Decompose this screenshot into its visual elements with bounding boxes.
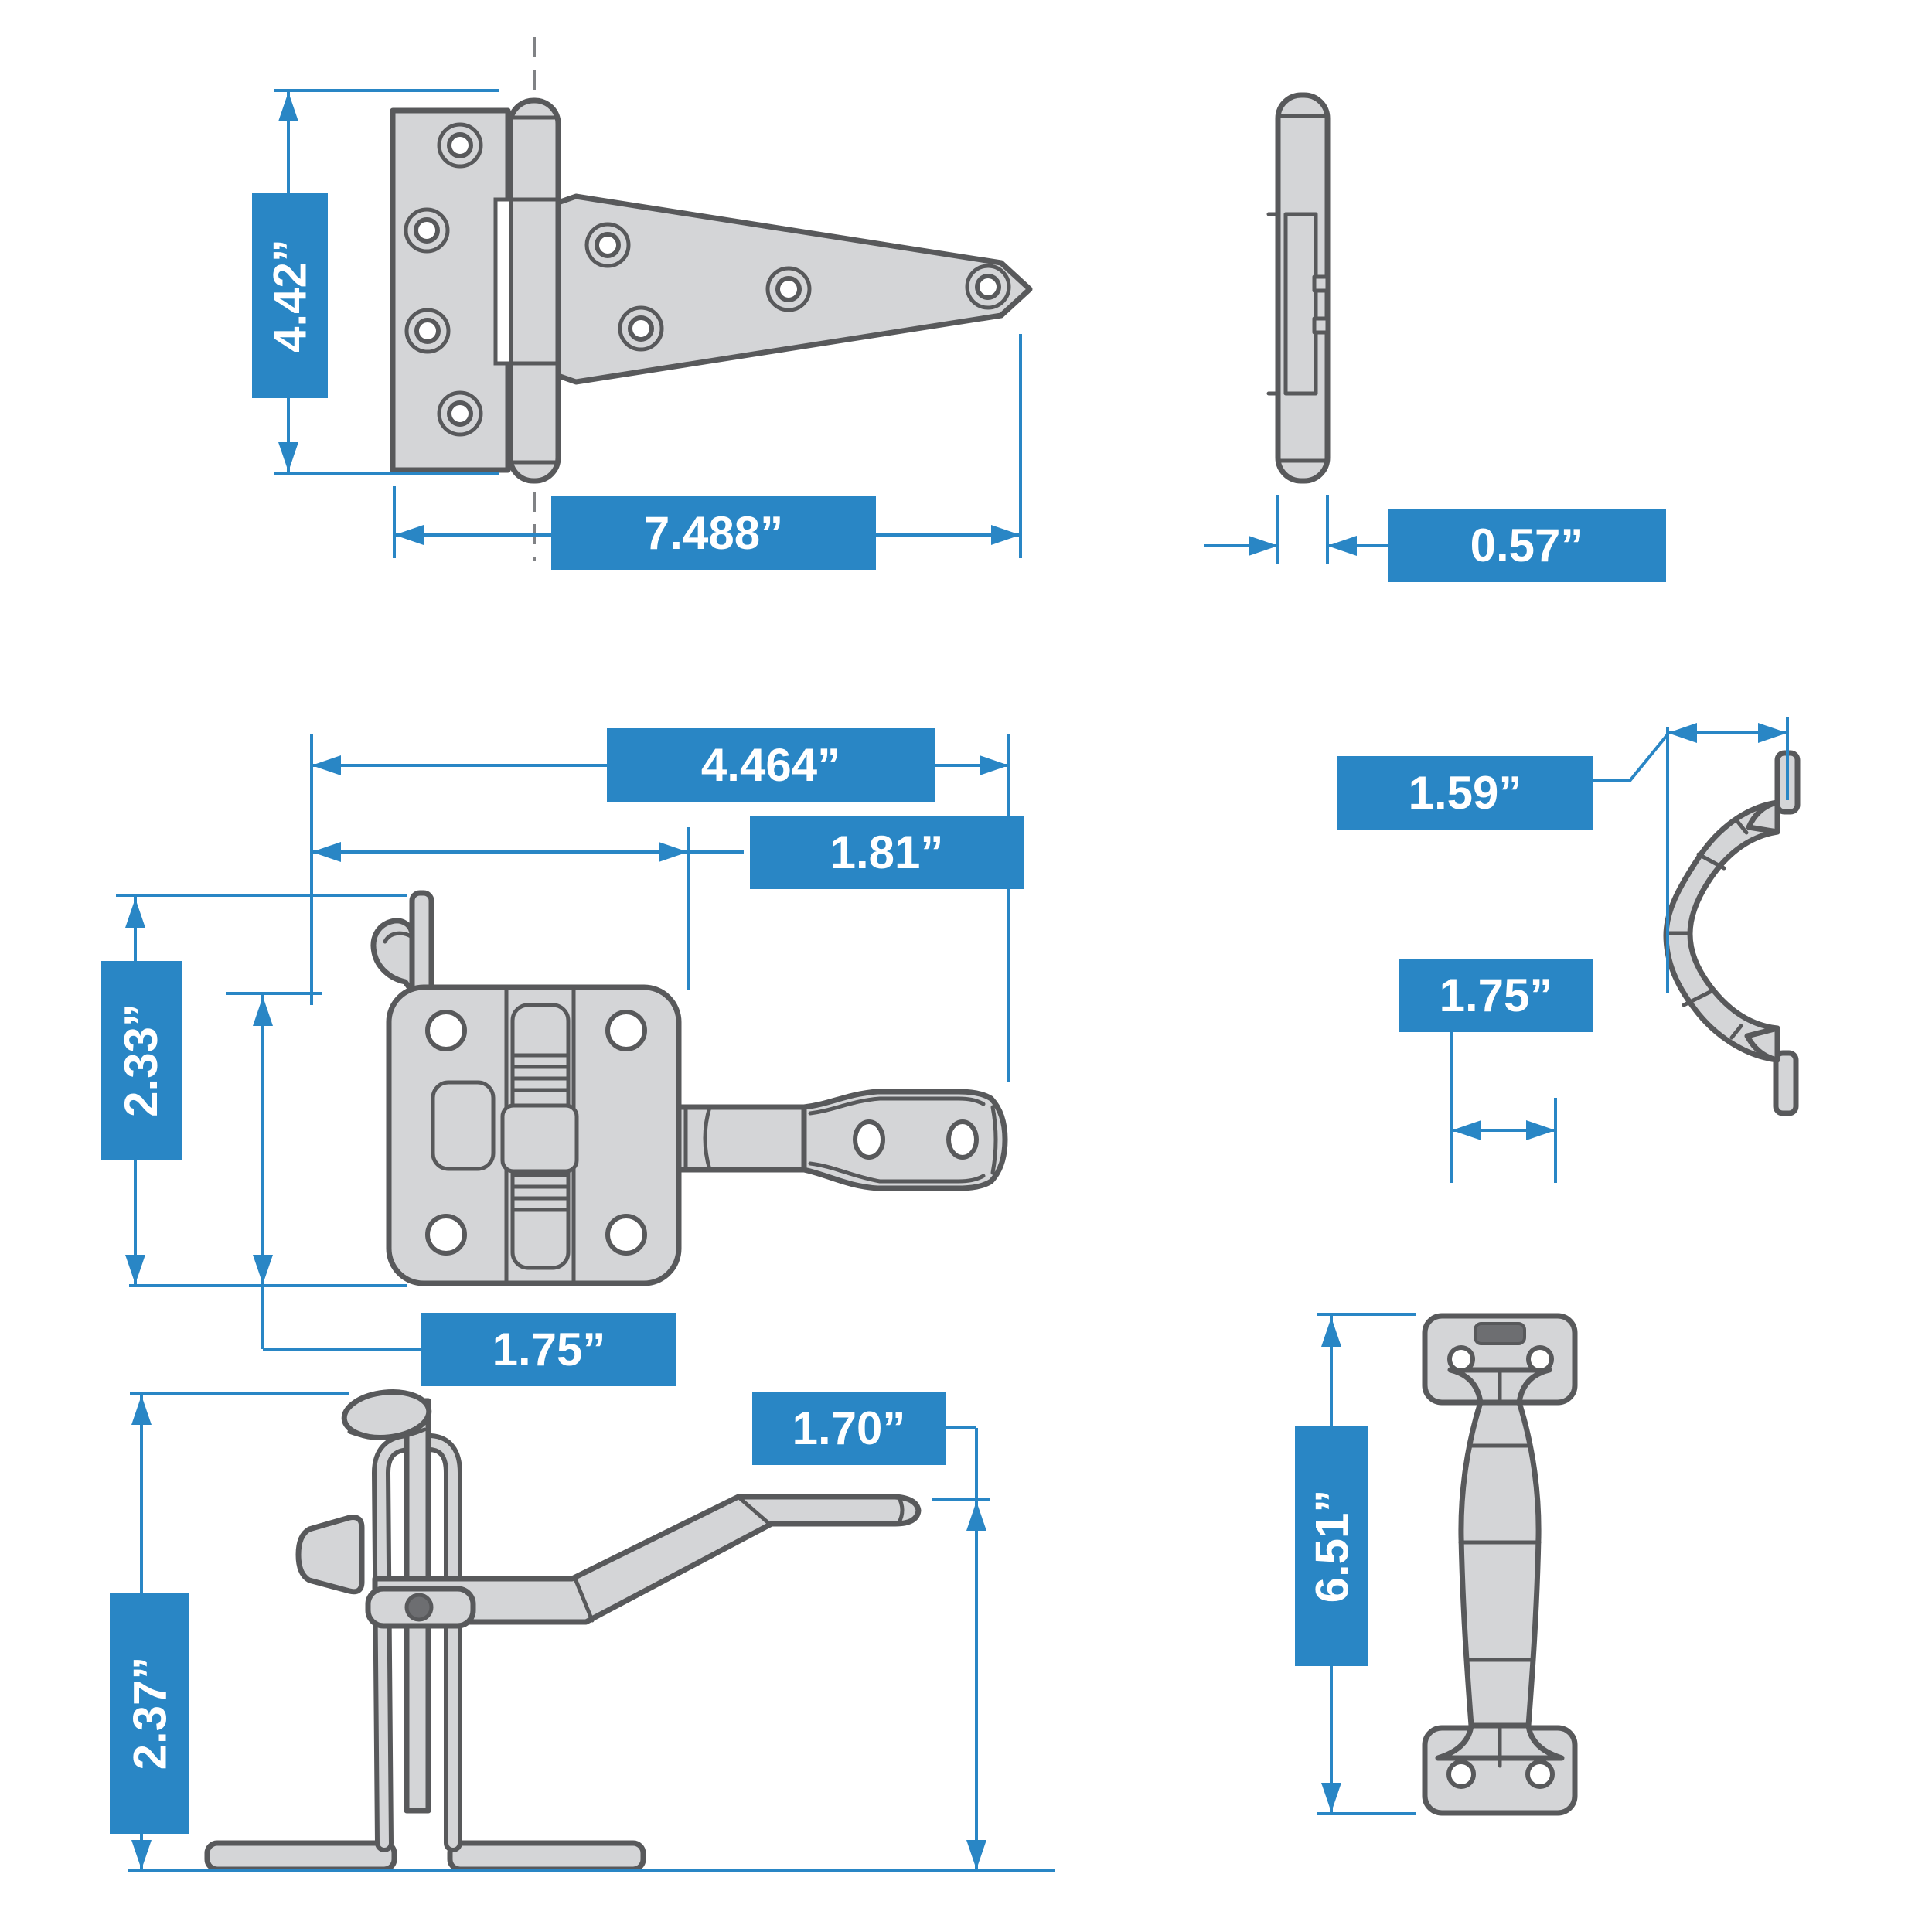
dim-text-handle-projection: 1.59” [1409, 767, 1522, 819]
latch-slide-slot [431, 1080, 496, 1171]
latch-spring-coils [510, 1053, 571, 1212]
gate-latch-front-view [370, 890, 1008, 1286]
dim-latch-arm-height: 1.70” [752, 1392, 990, 1869]
dim-text-latch-arm-height: 1.70” [792, 1402, 906, 1454]
handle-side-top-neck [1746, 799, 1780, 835]
dim-text-hinge-thickness: 0.57” [1470, 520, 1584, 571]
latch-plate-holes [425, 1010, 647, 1256]
handle-side-bottom-pad [1773, 1050, 1799, 1116]
dim-latch-reach: 1.81” [312, 816, 1024, 990]
handle-side-bottom-neck [1744, 1025, 1780, 1063]
dim-latch-side-height: 2.37” [110, 1392, 1055, 1872]
dim-text-handle-plate-width: 1.75” [1440, 969, 1553, 1021]
dim-label-hinge-length [551, 496, 876, 570]
dim-label-hinge-thickness [1388, 509, 1666, 582]
latch-side-foot-right [447, 1840, 646, 1872]
dim-text-latch-reach: 1.81” [830, 826, 944, 878]
hinge-leaf-holes [404, 122, 483, 437]
dim-hinge-height: 4.42” [252, 89, 499, 475]
knuckle-slot [493, 197, 513, 366]
dim-text-latch-height: 2.33” [115, 1003, 167, 1117]
hinge-barrel [507, 97, 561, 484]
hinge-side-leaf [1266, 212, 1330, 396]
dim-handle-plate-width: 1.75” [1399, 959, 1593, 1183]
latch-guide-block [500, 1103, 579, 1174]
dim-label-latch-height [101, 961, 182, 1160]
dim-label-latch-reach [750, 816, 1024, 889]
dim-label-handle-length [1295, 1426, 1368, 1666]
hinge-strap-holes [584, 222, 1011, 352]
dim-text-hinge-length: 7.488” [644, 507, 783, 559]
handle-front-view [1422, 1313, 1578, 1816]
latch-hook-curl [370, 918, 415, 994]
dim-text-latch-side-height: 2.37” [124, 1657, 176, 1770]
dim-hinge-thickness: 0.57” [1204, 495, 1666, 582]
dim-latch-plate-height: 1.75” [226, 992, 676, 1386]
dim-label-latch-arm-height [752, 1392, 946, 1465]
dim-label-latch-width [607, 728, 935, 802]
dim-text-handle-length: 6.51” [1307, 1490, 1358, 1603]
dim-text-latch-plate-height: 1.75” [492, 1324, 606, 1375]
handle-grip [1458, 1399, 1542, 1729]
dim-handle-length: 6.51” [1295, 1313, 1416, 1815]
dim-label-latch-side-height [110, 1593, 189, 1834]
dim-label-handle-projection [1337, 756, 1593, 830]
dim-handle-projection: 1.59” [1337, 717, 1789, 993]
t-hinge-front-view [390, 37, 1033, 561]
latch-side-pivot-pin [404, 1593, 434, 1622]
latch-side-catch [295, 1515, 365, 1595]
dim-text-hinge-height: 4.42” [264, 239, 316, 353]
latch-side-foot-left [204, 1840, 397, 1872]
dim-label-handle-plate-width [1399, 959, 1593, 1032]
latch-arm-paddle [801, 1089, 1008, 1191]
dim-hinge-length: 7.488” [393, 334, 1022, 570]
gate-latch-side-view [204, 1389, 922, 1872]
dim-label-hinge-height [252, 193, 328, 398]
dim-latch-width: 4.464” [310, 728, 1010, 1082]
t-hinge-side-view [1266, 92, 1331, 484]
dim-label-latch-plate-height [421, 1313, 676, 1386]
dim-text-latch-width: 4.464” [701, 739, 840, 791]
handle-hang-slot [1474, 1322, 1526, 1345]
dim-latch-height: 2.33” [101, 894, 407, 1287]
latch-hook-finger [409, 890, 434, 997]
latch-arm-bar [676, 1104, 809, 1173]
handle-side-view [1663, 750, 1801, 1116]
